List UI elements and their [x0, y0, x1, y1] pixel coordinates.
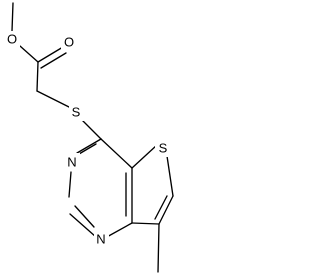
bond-carbonyl-oxygen-double: [40, 52, 67, 69]
lower-nitrogen-label: N: [96, 232, 105, 247]
bond-sulfur-c4: [81, 119, 102, 140]
bond-carbonyl-oxygen: [37, 46, 64, 63]
bond-c2-n1: [69, 213, 97, 238]
thiophene-sulfur-label: S: [159, 141, 168, 156]
bond-c4a-c4: [100, 138, 133, 169]
bond-thiophene-sulfur-c6: [166, 155, 174, 197]
lower-nitrogen-background: [94, 230, 109, 248]
thioether-sulfur-background: [69, 103, 84, 121]
bond-c7-c7a: [131, 222, 160, 225]
ester-oxygen-background: [5, 31, 20, 47]
bond-c4-n3-double: [78, 143, 97, 155]
bond-methylene-sulfur: [36, 90, 72, 109]
chemical-structure: O O S S N N: [5, 2, 174, 273]
bond-c4a-thiophene-sulfur: [131, 144, 158, 169]
bond-carbonyl-methylene: [36, 61, 39, 92]
bond-methyl-oxygen: [11, 2, 14, 32]
atom-labels: O O S S N N: [5, 31, 171, 248]
bond-c6-c7-double: [154, 195, 168, 220]
carbonyl-oxygen-label: O: [64, 35, 74, 50]
bond-n3-c2: [68, 171, 72, 198]
thioether-sulfur-label: S: [72, 105, 81, 120]
upper-nitrogen-background: [65, 153, 80, 171]
bonds: [11, 2, 174, 273]
bond-c7-methyl: [157, 223, 160, 273]
ester-oxygen-label: O: [7, 32, 17, 47]
bond-c6-c7: [158, 195, 174, 225]
bond-c4-n3: [76, 138, 102, 154]
thiophene-sulfur-background: [155, 139, 171, 157]
upper-nitrogen-label: N: [67, 155, 76, 170]
bond-c2-n1-double: [74, 205, 95, 228]
carbonyl-oxygen-background: [61, 34, 76, 50]
bond-oxygen-carbonyl-carbon: [19, 45, 39, 63]
bond-n1-c7a: [104, 222, 133, 239]
